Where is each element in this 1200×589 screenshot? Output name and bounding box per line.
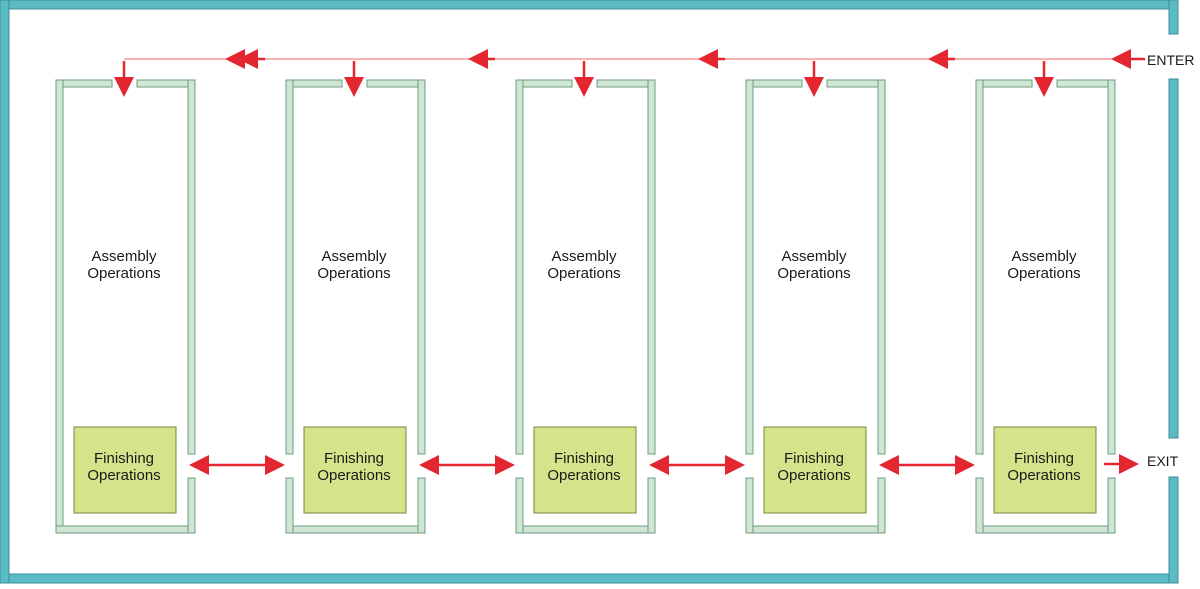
bay-wall-left-lower (285, 477, 294, 534)
bay-wall-left (515, 79, 524, 455)
assembly-label-line2: Operations (317, 265, 390, 282)
finishing-area (763, 426, 867, 514)
finishing-label-line1: Finishing (94, 450, 154, 467)
bay-wall-bottom (285, 525, 426, 534)
finishing-label-line2: Operations (1007, 467, 1080, 484)
building-wall-top (0, 0, 1179, 10)
bay-wall-top-right (1056, 79, 1116, 88)
bay-wall-bottom (745, 525, 886, 534)
bay-wall-left (55, 79, 64, 534)
bay-wall-right-lower (647, 477, 656, 534)
finishing-label-line2: Operations (87, 467, 160, 484)
assembly-label-line2: Operations (547, 265, 620, 282)
bay-wall-right-upper (647, 79, 656, 455)
exit-label: EXIT (1147, 453, 1179, 469)
bay-wall-right-lower (1107, 477, 1116, 534)
bay-wall-top-left (975, 79, 1033, 88)
bay-wall-left (745, 79, 754, 455)
finishing-area (533, 426, 637, 514)
assembly-label-line1: Assembly (551, 248, 617, 265)
bay-wall-right-upper (187, 79, 196, 455)
bay-wall-top-left (285, 79, 343, 88)
bay-wall-right-lower (417, 477, 426, 534)
finishing-label-line1: Finishing (324, 450, 384, 467)
bay-wall-right-lower (877, 477, 886, 534)
finishing-area (303, 426, 407, 514)
assembly-label-line2: Operations (1007, 265, 1080, 282)
bay-wall-top-right (136, 79, 196, 88)
bay-wall-left-lower (975, 477, 984, 534)
finishing-label-line1: Finishing (554, 450, 614, 467)
bay-wall-right-upper (1107, 79, 1116, 455)
assembly-label-line2: Operations (777, 265, 850, 282)
assembly-label-line2: Operations (87, 265, 160, 282)
bay-wall-right-upper (417, 79, 426, 455)
bay-wall-top-right (826, 79, 886, 88)
enter-label: ENTER (1147, 52, 1194, 68)
building-wall-right-middle (1168, 78, 1179, 439)
bay-wall-top-right (366, 79, 426, 88)
bay-wall-bottom (975, 525, 1116, 534)
assembly-label-line1: Assembly (1011, 248, 1077, 265)
bay-wall-top-right (596, 79, 656, 88)
bay-wall-top-left (745, 79, 803, 88)
bay-wall-right-lower (187, 477, 196, 534)
bay-wall-left-lower (745, 477, 754, 534)
bay-wall-left-lower (515, 477, 524, 534)
finishing-area (993, 426, 1097, 514)
finishing-label-line2: Operations (317, 467, 390, 484)
finishing-label-line2: Operations (547, 467, 620, 484)
bay-wall-left (285, 79, 294, 455)
finishing-area (73, 426, 177, 514)
building-wall-right-top (1168, 0, 1179, 35)
assembly-label-line1: Assembly (91, 248, 157, 265)
bay-wall-right-upper (877, 79, 886, 455)
finishing-label-line1: Finishing (784, 450, 844, 467)
finishing-label-line1: Finishing (1014, 450, 1074, 467)
bay-wall-top-left (55, 79, 113, 88)
bay-wall-bottom (55, 525, 196, 534)
building-wall-right-bottom (1168, 476, 1179, 584)
finishing-label-line2: Operations (777, 467, 850, 484)
bay-wall-top-left (515, 79, 573, 88)
assembly-label-line1: Assembly (321, 248, 387, 265)
bay-wall-bottom (515, 525, 656, 534)
assembly-label-line1: Assembly (781, 248, 847, 265)
building-wall-bottom (0, 573, 1179, 584)
bay-wall-left (975, 79, 984, 455)
building-wall-left (0, 0, 10, 584)
